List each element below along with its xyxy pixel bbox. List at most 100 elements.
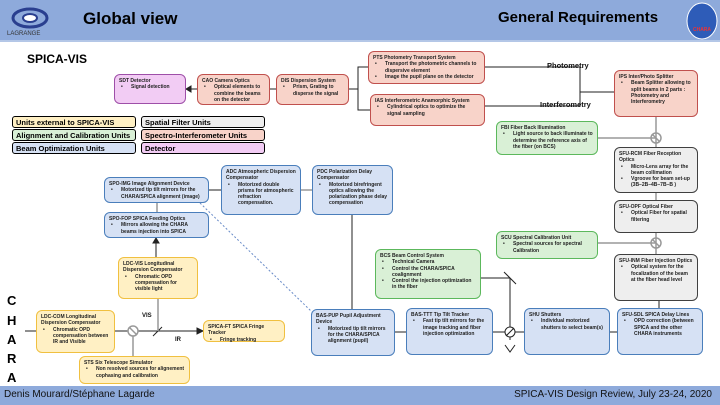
unit-item: Control the CHARA/SPICA coalignment xyxy=(380,266,476,279)
unit-item: OPD correction (between SPICA and the ot… xyxy=(622,318,698,337)
chara-letter: R xyxy=(7,351,17,366)
unit-box-opf: SFU-OPF Optical FiberOptical Fiber for s… xyxy=(614,200,698,233)
unit-box-adc: ADC Atmospheric Dispersion CompensatorMo… xyxy=(221,165,301,215)
unit-title: ADC Atmospheric Dispersion Compensator xyxy=(226,169,296,182)
unit-item: Light source to back illuminate to deter… xyxy=(501,131,593,150)
unit-title: FBI Fiber Back Illumination xyxy=(501,125,566,131)
unit-box-pup: BAS-PUP Pupil Adjustment DeviceMotorized… xyxy=(311,309,395,356)
unit-box-inm: SFU-INM Fiber Injection OpticsOptical sy… xyxy=(614,254,698,301)
unit-box-sts: STS Six Telescope SimulatorNon resolved … xyxy=(79,356,190,384)
unit-item: Optical system for the focalization of t… xyxy=(619,264,693,283)
unit-box-ldcvis: LDC-VIS Longitudinal Dispersion Compensa… xyxy=(118,257,198,299)
header-bar: LAGRANGE Global view General Requirement… xyxy=(0,0,720,42)
unit-item: Spectral sources for spectral Calibratio… xyxy=(501,241,593,254)
unit-title: LDC-COM Longitudinal Dispersion Compensa… xyxy=(41,314,101,327)
unit-box-rcm: SFU-RCM Fiber Reception OpticsMicro-Lens… xyxy=(614,147,698,193)
interferometry-label: Interferometry xyxy=(540,100,591,109)
unit-item: Non resolved sources for alignement coph… xyxy=(84,366,185,379)
lagrange-logo xyxy=(11,7,49,29)
chara-letter: H xyxy=(7,313,17,328)
legend-alignment: Alignment and Calibration Units xyxy=(12,129,136,141)
legend-external: Units external to SPICA-VIS xyxy=(12,116,136,128)
unit-title: SHU Shutters xyxy=(529,312,562,318)
unit-item: Individual motorized shutters to select … xyxy=(529,318,605,331)
unit-title: IAS Interferometric Anamorphic System xyxy=(375,98,470,104)
unit-item: Vgroove for beam set-up (3B–2B–4B–7B–B ) xyxy=(619,176,693,189)
unit-box-sdl: SFU-SDL SPICA Delay LinesOPD correction … xyxy=(617,308,703,355)
unit-item: Motorized birefringent optics allowing t… xyxy=(317,182,388,207)
unit-box-bcs: BCS Beam Control SystemTechnical CameraC… xyxy=(375,249,481,299)
unit-box-fbi: FBI Fiber Back IlluminationLight source … xyxy=(496,121,598,155)
unit-title: BAS-PUP Pupil Adjustment Device xyxy=(316,313,381,326)
ir-label: IR xyxy=(175,337,181,343)
unit-title: DIS Dispersion System xyxy=(281,78,336,84)
unit-title: CAO Camera Optics xyxy=(202,78,250,84)
unit-item: Signal detection xyxy=(119,84,181,91)
footer-authors: Denis Mourard/Stéphane Lagarde xyxy=(4,389,155,400)
unit-item: Motorized tip tilt mirrors for the CHARA… xyxy=(316,326,390,345)
page-title: Global view xyxy=(83,9,178,28)
unit-title: STS Six Telescope Simulator xyxy=(84,360,153,366)
unit-item: Fast tip tilt mirrors for the image trac… xyxy=(411,318,488,337)
unit-title: SPO-FOP SPICA Feeding Optics xyxy=(109,216,186,222)
unit-item: Optical elements to combine the beams on… xyxy=(202,84,265,103)
unit-item: Motorized double prisms for atmospheric … xyxy=(226,182,296,207)
unit-title: BCS Beam Control System xyxy=(380,253,444,259)
section-title: General Requirements xyxy=(498,9,659,26)
unit-title: SFU-SDL SPICA Delay Lines xyxy=(622,312,690,318)
legend-spectro-interferometer: Spectro-Interferometer Units xyxy=(141,129,265,141)
unit-box-ias: IAS Interferometric Anamorphic SystemCyl… xyxy=(370,94,485,126)
unit-box-pdc: PDC Polarization Delay CompensatorMotori… xyxy=(312,165,393,215)
unit-title: SFU-INM Fiber Injection Optics xyxy=(619,258,693,264)
unit-item: Micro-Lens array for the beam collimatio… xyxy=(619,164,693,177)
chara-logo: CHARA xyxy=(686,2,718,40)
legend-detector: Detector xyxy=(141,142,265,154)
chara-letter: A xyxy=(7,332,17,347)
unit-title: SFU-RCM Fiber Reception Optics xyxy=(619,151,682,164)
unit-box-ips: IPS Inter/Photo SplitterBeam Splitter al… xyxy=(614,70,698,117)
vis-label: VIS xyxy=(142,313,152,319)
unit-box-dis: DIS Dispersion SystemPrism, Grating to d… xyxy=(276,74,349,105)
unit-item: Prism, Grating to disperse the signal xyxy=(281,84,344,97)
unit-item: Transport the photometric channels to di… xyxy=(373,61,480,74)
unit-box-ldccom: LDC-COM Longitudinal Dispersion Compensa… xyxy=(36,310,115,353)
unit-item: Mirrors allowing the CHARA beams injecti… xyxy=(109,222,204,235)
unit-title: PTS Photometry Transport System xyxy=(373,55,456,61)
unit-box-pts: PTS Photometry Transport SystemTransport… xyxy=(368,51,485,84)
unit-item: Optical Fiber for spatial filtering xyxy=(619,210,693,223)
unit-box-cao: CAO Camera OpticsOptical elements to com… xyxy=(197,74,270,105)
unit-item: Technical Camera xyxy=(380,259,476,266)
unit-item: Motorized tip tilt mirrors for the CHARA… xyxy=(109,187,204,200)
unit-title: BAS-TTT Tip Tilt Tracker xyxy=(411,312,470,318)
subtitle: SPICA-VIS xyxy=(27,52,88,66)
lagrange-logo-text: LAGRANGE xyxy=(7,31,41,37)
unit-box-sdt: SDT DetectorSignal detection xyxy=(114,74,186,104)
unit-box-shu: SHU ShuttersIndividual motorized shutter… xyxy=(524,308,610,355)
unit-title: SFU-OPF Optical Fiber xyxy=(619,204,673,210)
unit-item: Image the pupil plane on the detector xyxy=(373,74,480,81)
photometry-label: Photometry xyxy=(547,61,589,70)
unit-box-img: SPO-IMG Image Alignment DeviceMotorized … xyxy=(104,177,209,203)
chara-letter: C xyxy=(7,293,17,308)
unit-title: SPICA-FT SPICA Fringe Tracker xyxy=(208,324,265,337)
unit-item: Cylindrical optics to optimize the signa… xyxy=(375,104,480,117)
unit-item: Fringe tracking xyxy=(208,337,280,344)
unit-title: PDC Polarization Delay Compensator xyxy=(317,169,373,182)
unit-item: Chromatic OPD compensation for visible l… xyxy=(123,274,193,293)
chara-letter: A xyxy=(7,370,17,385)
unit-item: Control the injection optimization in th… xyxy=(380,278,476,291)
unit-title: SDT Detector xyxy=(119,78,151,84)
unit-box-ttt: BAS-TTT Tip Tilt TrackerFast tip tilt mi… xyxy=(406,308,493,355)
unit-box-ft: SPICA-FT SPICA Fringe TrackerFringe trac… xyxy=(203,320,285,344)
unit-title: SCU Spectral Calibration Unit xyxy=(501,235,572,241)
svg-text:CHARA: CHARA xyxy=(693,27,711,33)
unit-title: LDC-VIS Longitudinal Dispersion Compensa… xyxy=(123,261,183,274)
unit-item: Chromatic OPD compensation between IR an… xyxy=(41,327,110,346)
unit-box-fop: SPO-FOP SPICA Feeding OpticsMirrors allo… xyxy=(104,212,209,238)
unit-box-scu: SCU Spectral Calibration UnitSpectral so… xyxy=(496,231,598,259)
unit-title: SPO-IMG Image Alignment Device xyxy=(109,181,190,187)
footer: Denis Mourard/Stéphane Lagarde SPICA-VIS… xyxy=(0,386,720,405)
unit-item: Beam Splitter allowing to split beams in… xyxy=(619,80,693,105)
legend-spatial-filter: Spatial Filter Units xyxy=(141,116,265,128)
